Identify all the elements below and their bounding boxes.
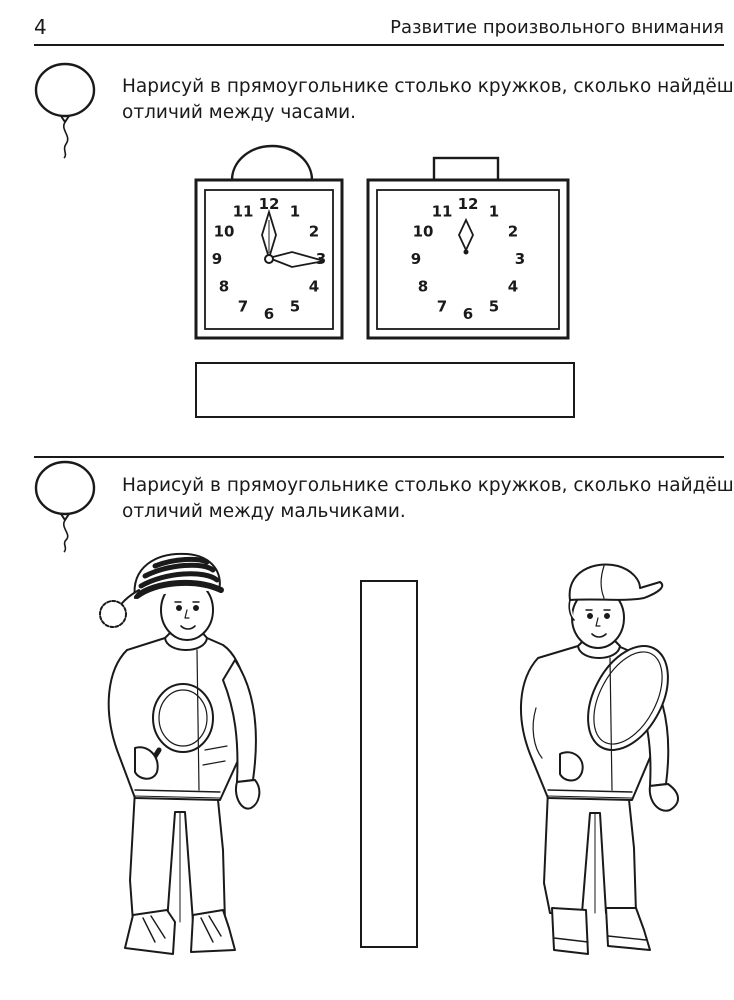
task-2-line-2: отличий между мальчиками. xyxy=(122,501,406,522)
right-clock-numeral: 8 xyxy=(418,278,428,296)
right-boy-boot xyxy=(605,907,651,951)
right-clock-numeral: 9 xyxy=(411,250,421,268)
balloon-icon xyxy=(34,62,96,159)
right-clock-numeral: 5 xyxy=(489,298,499,316)
task-1-instruction: Нарисуй в прямоугольнике столько кружков… xyxy=(122,74,734,126)
balloon-icon xyxy=(34,460,96,553)
right-clock-numeral: 1 xyxy=(489,202,499,220)
left-clock-numeral: 12 xyxy=(259,195,280,213)
left-clock-numeral: 3 xyxy=(316,250,326,268)
right-clock-numeral: 2 xyxy=(508,223,518,241)
right-clock-numeral: 12 xyxy=(458,195,479,213)
left-clock-numeral: 2 xyxy=(309,223,319,241)
header-rule xyxy=(34,44,724,46)
right-clock-numeral: 3 xyxy=(515,250,525,268)
page-number: 4 xyxy=(34,15,47,39)
answer-box-clocks[interactable] xyxy=(195,362,575,418)
page-header-title: Развитие произвольного внимания xyxy=(390,17,724,38)
task-2-line-1: Нарисуй в прямоугольнике столько кружков… xyxy=(122,475,734,496)
left-boy-boot xyxy=(190,909,236,953)
task-1-line-2: отличий между часами. xyxy=(122,102,357,123)
right-clock-hand xyxy=(458,217,474,255)
left-clock-numeral: 11 xyxy=(233,202,254,220)
task-2-instruction: Нарисуй в прямоугольнике столько кружков… xyxy=(122,473,734,525)
right-boy-boot xyxy=(551,907,589,955)
left-clock-numeral: 10 xyxy=(214,223,235,241)
right-clock-numeral: 4 xyxy=(508,278,518,296)
left-clock-numeral: 5 xyxy=(290,298,300,316)
left-clock-numeral: 1 xyxy=(290,202,300,220)
task-1-line-1: Нарисуй в прямоугольнике столько кружков… xyxy=(122,76,734,97)
right-clock-numeral: 6 xyxy=(463,305,473,323)
left-boy-illustration xyxy=(99,552,261,955)
right-clock-numeral: 7 xyxy=(437,298,447,316)
left-clock-numeral: 6 xyxy=(264,305,274,323)
left-clock-numeral: 9 xyxy=(212,250,222,268)
right-boy-illustration xyxy=(520,563,679,955)
right-boy-cap xyxy=(568,563,664,601)
right-clock-numeral: 10 xyxy=(413,223,434,241)
left-clock-numeral: 4 xyxy=(309,278,319,296)
right-clock-numeral: 11 xyxy=(432,202,453,220)
answer-box-boys[interactable] xyxy=(360,580,418,948)
left-clock-numeral: 7 xyxy=(238,298,248,316)
left-clock-numeral: 8 xyxy=(219,278,229,296)
left-boy-pompom xyxy=(99,600,127,628)
section-rule xyxy=(34,456,724,458)
left-clock-hands xyxy=(261,208,325,268)
